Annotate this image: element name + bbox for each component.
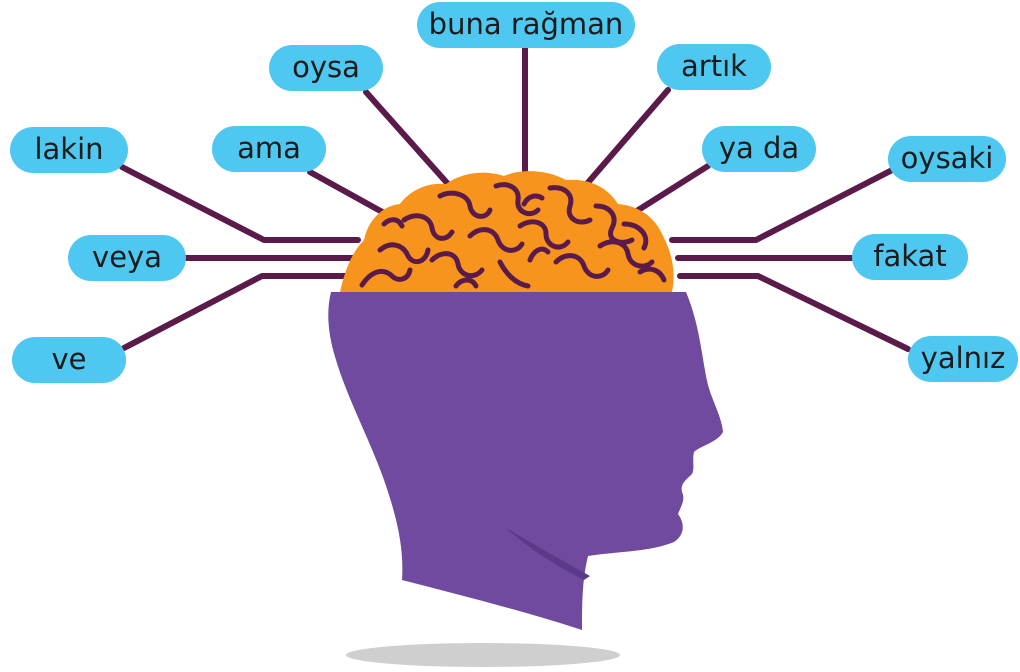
word-pill-lakin[interactable]: lakin [10,127,128,173]
word-pill-buna-ragman[interactable]: buna rağman [417,2,635,48]
connector-oysa [366,92,448,184]
connector-oysaki [672,168,896,240]
word-pill-artik[interactable]: artık [657,44,771,90]
word-pill-yalniz[interactable]: yalnız [908,336,1018,382]
connector-artik [585,90,668,186]
connector-ama [310,172,386,214]
connector-ve [124,276,352,348]
word-pill-ama[interactable]: ama [212,126,326,172]
word-pill-oysaki[interactable]: oysaki [888,136,1006,182]
brain-icon [340,171,674,292]
word-pill-ve[interactable]: ve [12,337,126,383]
connector-ya-da [632,166,708,214]
word-pill-veya[interactable]: veya [68,235,186,281]
connector-yalniz [680,276,908,349]
ground-shadow [346,643,620,667]
head-silhouette-icon [328,292,723,630]
word-pill-fakat[interactable]: fakat [852,234,968,280]
word-pill-oysa[interactable]: oysa [269,45,383,91]
word-pill-ya-da[interactable]: ya da [702,126,816,172]
